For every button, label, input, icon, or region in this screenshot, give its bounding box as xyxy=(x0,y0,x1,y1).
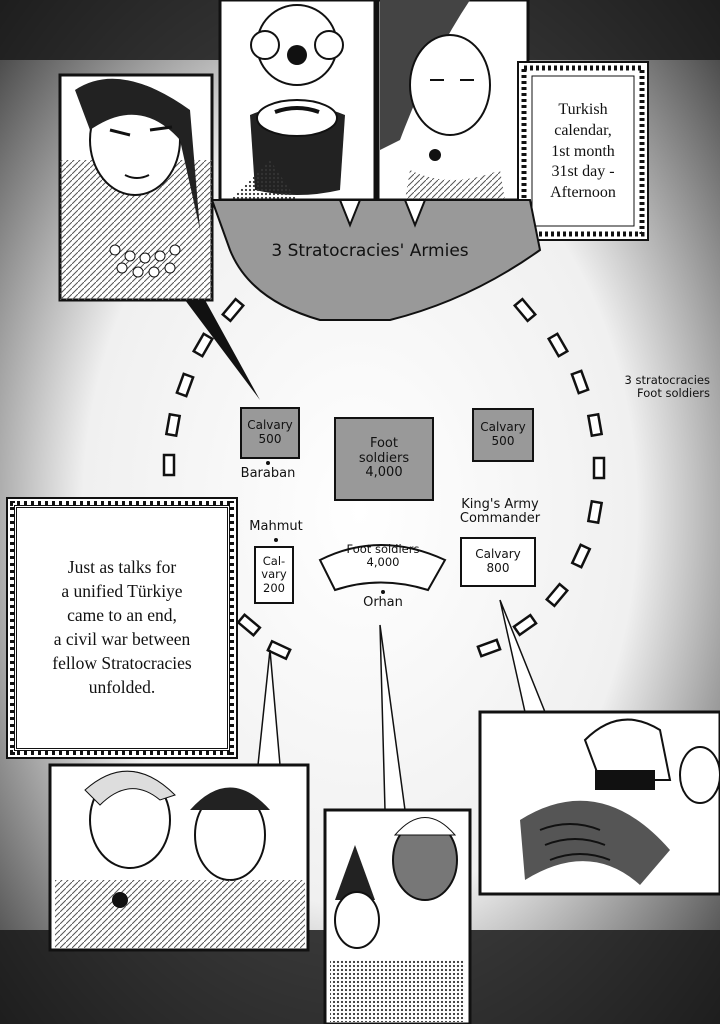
orhan-infantry-count: 4,000 xyxy=(366,555,400,570)
narration-line-4: a civil war between xyxy=(53,628,191,649)
orhan-commander: Orhan xyxy=(343,590,423,611)
mahmut-cavalry-line-1: Cal- xyxy=(262,554,286,569)
portrait-panel-bottom-center xyxy=(323,808,472,1024)
king-cavalry-count: 800 xyxy=(486,561,510,575)
portrait-panel-left xyxy=(58,73,214,302)
formation-marker-icon xyxy=(266,461,270,465)
formation-marker-icon xyxy=(381,590,385,594)
speech-tail-icon xyxy=(403,199,427,228)
outer-ring-note-line-1: 3 stratocracies xyxy=(624,373,710,387)
speech-tail-icon xyxy=(338,199,362,228)
king-commander-line-1: King's Army xyxy=(461,497,539,512)
portrait-panel-bottom-left xyxy=(48,763,310,952)
king-cavalry-unit: Calvary 800 xyxy=(460,537,536,587)
outer-ring-note-line-2: Foot soldiers xyxy=(637,386,710,401)
mahmut-commander: Mahmut xyxy=(236,519,316,544)
baraban-cavalry-unit: Calvary 500 xyxy=(240,407,300,459)
right-cavalry-count: 500 xyxy=(491,434,515,448)
narration-line-1: Just as talks for xyxy=(67,557,177,577)
king-commander-line-2: Commander xyxy=(459,511,541,527)
date-line-3: 1st month xyxy=(551,142,615,160)
speech-tail-icon xyxy=(185,300,260,400)
narration-line-6: unfolded. xyxy=(88,676,156,697)
portrait-panel-right xyxy=(376,0,530,202)
baraban-commander: Baraban xyxy=(230,461,306,482)
orhan-infantry-label: Foot soldiers 4,000 xyxy=(330,542,436,570)
narration-box: Just as talks for a unified Türkiye came… xyxy=(10,501,234,755)
date-line-5: Afternoon xyxy=(550,184,616,202)
right-cavalry-unit: Calvary 500 xyxy=(472,408,534,462)
outer-ring-note: 3 stratocracies Foot soldiers xyxy=(600,373,710,401)
mahmut-cavalry-count: 200 xyxy=(263,580,285,595)
baraban-cavalry-count: 500 xyxy=(258,432,282,446)
mahmut-name: Mahmut xyxy=(249,519,303,534)
baraban-name: Baraban xyxy=(240,466,296,481)
formation-ring xyxy=(162,297,606,661)
date-line-4: 31st day - xyxy=(551,163,615,181)
orhan-name: Orhan xyxy=(363,595,403,610)
date-line-2: calendar, xyxy=(554,121,612,139)
date-line-1: Turkish xyxy=(558,101,608,118)
center-infantry-line-1: Foot xyxy=(369,435,398,451)
orhan-infantry-line-1: Foot soldiers xyxy=(346,542,420,556)
king-commander: King's Army Commander xyxy=(440,497,560,527)
baraban-cavalry-label: Calvary xyxy=(247,418,293,433)
narration-line-5: fellow Stratocracies xyxy=(52,652,192,673)
portrait-panel-center xyxy=(218,0,377,202)
portrait-panel-bottom-right xyxy=(478,710,720,896)
king-cavalry-label: Calvary xyxy=(475,547,521,562)
narration-line-2: a unified Türkiye xyxy=(61,580,183,601)
center-infantry-unit: Foot soldiers 4,000 xyxy=(334,417,434,501)
formation-marker-icon xyxy=(274,537,278,542)
narration-line-3: came to an end, xyxy=(67,604,177,625)
narration-text: Just as talks for a unified Türkiye came… xyxy=(17,556,227,700)
orhan-infantry-shape xyxy=(318,544,447,592)
mahmut-cavalry-unit: Cal- vary 200 xyxy=(254,546,294,604)
center-infantry-line-2: soldiers xyxy=(358,450,410,466)
right-cavalry-label: Calvary xyxy=(480,420,526,435)
army-banner-label: 3 Stratocracies' Armies xyxy=(271,241,469,261)
army-banner-shape xyxy=(210,199,542,321)
date-caption: Turkish calendar, 1st month 31st day - A… xyxy=(530,100,636,204)
mahmut-cavalry-line-2: vary xyxy=(261,567,287,582)
center-infantry-count: 4,000 xyxy=(365,465,403,481)
